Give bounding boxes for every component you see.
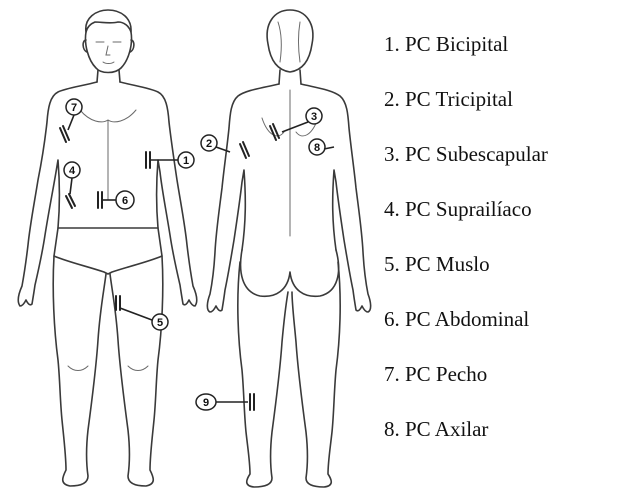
- marker-7-label: 7: [71, 102, 77, 114]
- marker-6-label: 6: [122, 195, 128, 207]
- marker-2-label: 2: [206, 138, 212, 150]
- back-hair-lines: [278, 22, 300, 62]
- site-1-bicipital: 1: [146, 152, 194, 168]
- front-left-leg: [53, 256, 106, 486]
- site-4-suprailiaco: 4: [64, 162, 80, 208]
- site-2-tricipital: 2: [201, 135, 249, 158]
- legend-item-6: 6. PC Abdominal: [384, 305, 548, 360]
- front-right-leg: [110, 256, 163, 486]
- legend-item-5: 5. PC Muslo: [384, 250, 548, 305]
- marker-8-label: 8: [314, 142, 320, 154]
- front-face: [96, 42, 121, 64]
- back-head: [267, 10, 313, 72]
- legend-item-8: 8. PC Axilar: [384, 415, 548, 470]
- site-6-abdominal: 6: [98, 191, 134, 209]
- marker-4-label: 4: [69, 165, 76, 177]
- site-5-muslo: 5: [116, 296, 168, 330]
- front-head: [85, 32, 131, 73]
- legend-item-1: 1. PC Bicipital: [384, 30, 548, 85]
- back-left-side: [207, 84, 279, 312]
- marker-9-label: 9: [203, 397, 209, 409]
- back-buttocks: [241, 250, 339, 296]
- site-7-pecho: 7: [60, 99, 82, 142]
- front-shorts: [54, 228, 162, 274]
- legend-item-2: 2. PC Tricipital: [384, 85, 548, 140]
- back-body-figure: [207, 10, 370, 487]
- marker-3-label: 3: [311, 111, 317, 123]
- front-knees: [68, 366, 148, 371]
- legend-item-3: 3. PC Subescapular: [384, 140, 548, 195]
- site-8-axilar: 8: [309, 139, 334, 155]
- legend-item-4: 4. PC Suprailíaco: [384, 195, 548, 250]
- front-body-figure: [18, 10, 196, 486]
- site-legend: 1. PC Bicipital 2. PC Tricipital 3. PC S…: [384, 30, 548, 470]
- front-hair: [86, 10, 131, 32]
- legend-item-7: 7. PC Pecho: [384, 360, 548, 415]
- front-chest-lines: [80, 110, 136, 200]
- marker-1-label: 1: [183, 155, 189, 167]
- site-9: 9: [196, 394, 254, 410]
- marker-5-label: 5: [157, 317, 163, 329]
- site-3-subescapular: 3: [270, 108, 322, 140]
